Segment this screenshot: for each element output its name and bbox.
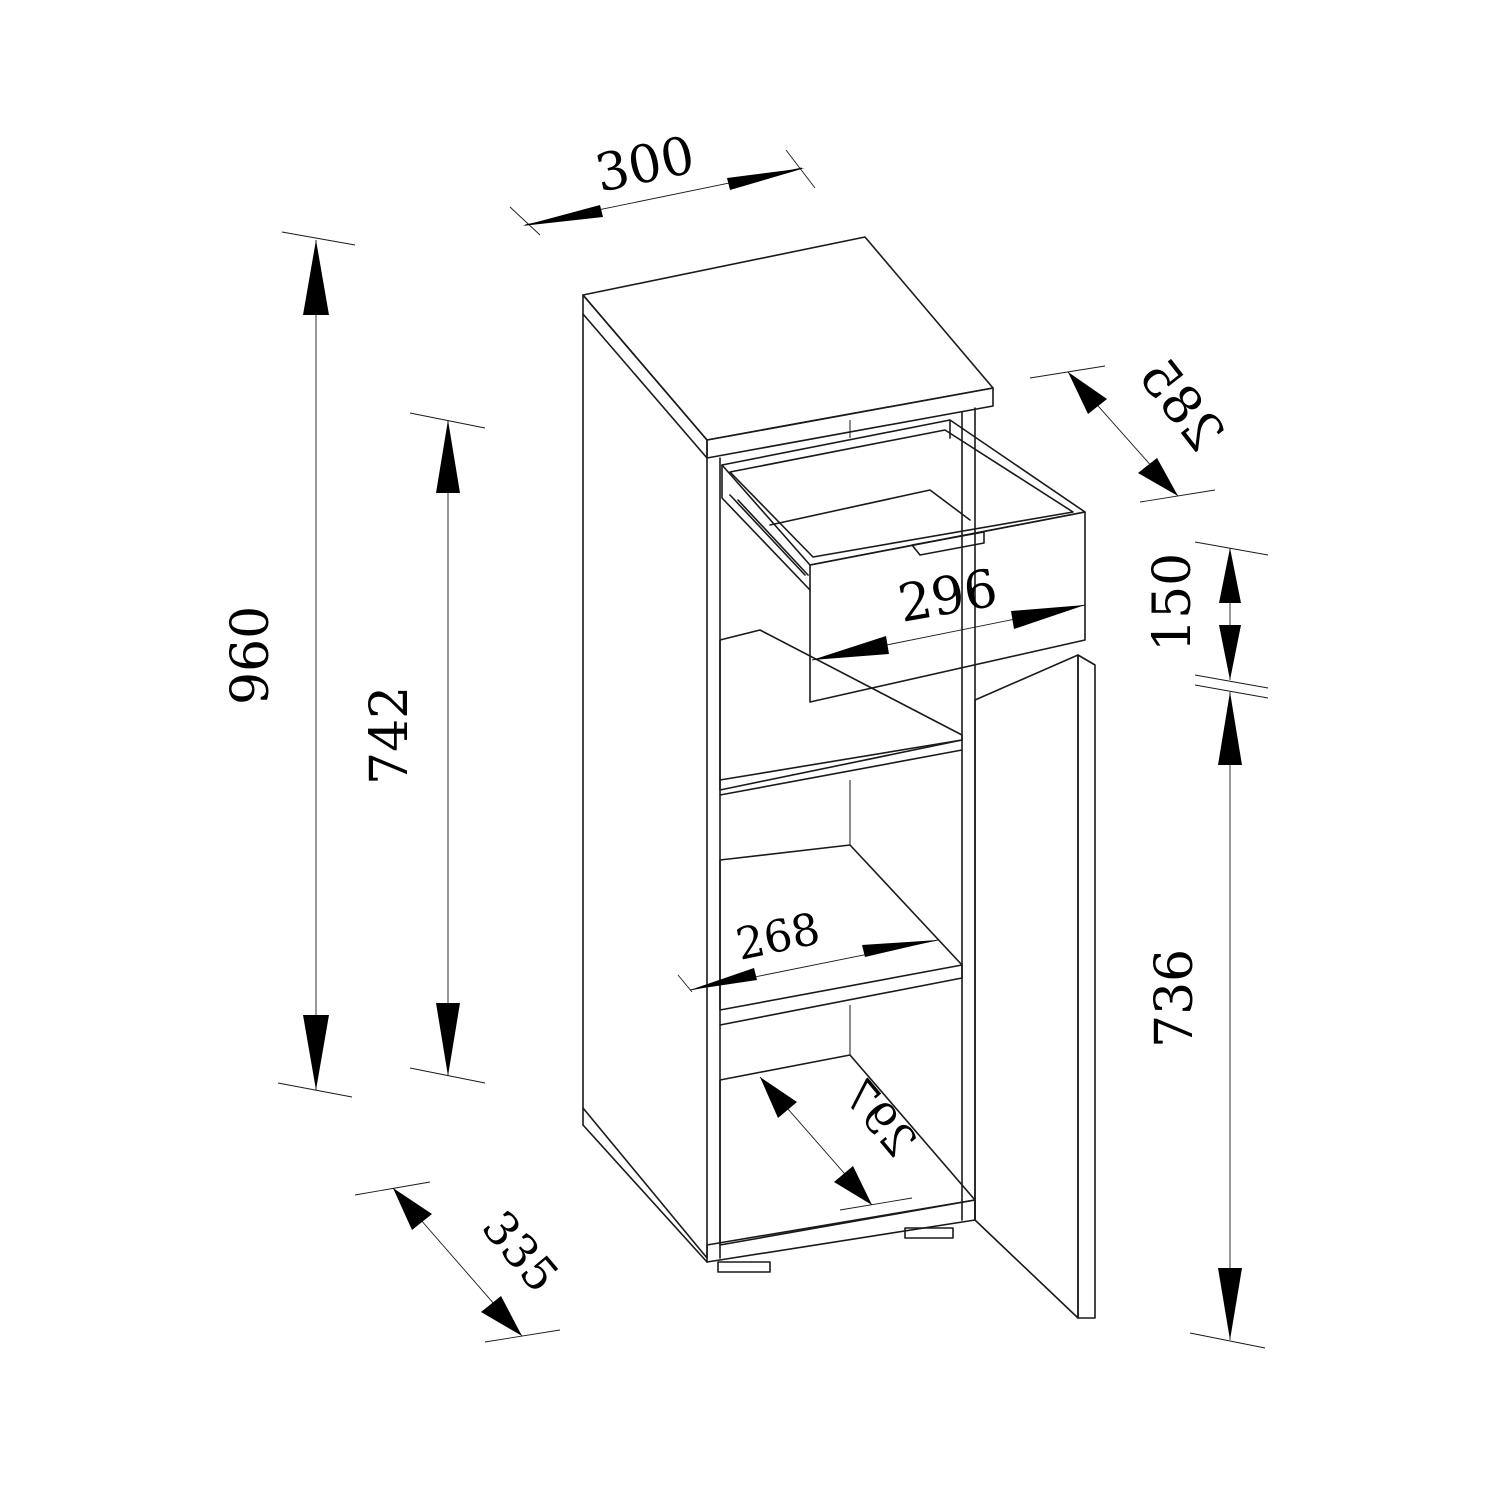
dim-body-height: 742 [360,412,486,1084]
dim-arrow [1068,372,1107,414]
dim-drawer-height: 150 [1143,541,1269,699]
dim-arrow [303,240,329,315]
dim-arrow [727,168,805,190]
dim-arrow [834,1166,872,1205]
dim-top-width: 300 [509,125,816,236]
cabinet-door [974,654,1096,1319]
dim-arrow [1219,548,1241,603]
cabinet-drawer [721,419,1086,703]
cabinet-left-side [582,313,721,1263]
cabinet-shelf-2 [719,844,963,1026]
dim-shelf-width: 268 [677,903,939,993]
dim-arrow [436,1003,460,1076]
dim-base-depth: 335 [354,1181,570,1343]
dim-arrow [690,968,757,990]
cabinet [582,236,1096,1319]
dim-arrow [303,1015,329,1090]
dim-top-depth: 285 [1029,348,1235,503]
cabinet-top [582,236,994,459]
dim-label-base-depth: 335 [472,1200,570,1302]
dim-arrow [1218,692,1242,765]
dim-label-total-height: 960 [221,606,281,705]
dim-label-drawer-width: 296 [894,558,1002,634]
dim-label-body-height: 742 [360,686,420,785]
dim-arrow [436,420,460,493]
dim-arrow [812,636,889,660]
dim-arrow [1218,1268,1242,1340]
dim-label-drawer-height: 150 [1143,553,1203,652]
dim-total-height: 960 [221,231,356,1098]
dim-arrow [393,1188,432,1230]
dim-arrow [862,940,938,957]
cabinet-bottom [706,1054,976,1273]
dim-arrow [481,1296,522,1336]
dim-door-height: 736 [1145,692,1266,1349]
cabinet-shelf-1 [719,629,963,796]
dim-arrow [1011,605,1085,629]
dim-label-door-height: 736 [1145,949,1205,1048]
dim-label-top-depth: 285 [1127,348,1235,463]
dim-arrow [1138,458,1178,496]
dim-arrow [1219,625,1241,680]
dim-arrow [522,205,603,226]
dim-arrow [760,1077,797,1118]
dim-inner-depth: 297 [759,1070,926,1211]
dim-drawer-width: 296 [811,558,1086,661]
dim-label-inner-depth: 297 [833,1070,926,1167]
dim-label-shelf-width: 268 [732,903,825,970]
